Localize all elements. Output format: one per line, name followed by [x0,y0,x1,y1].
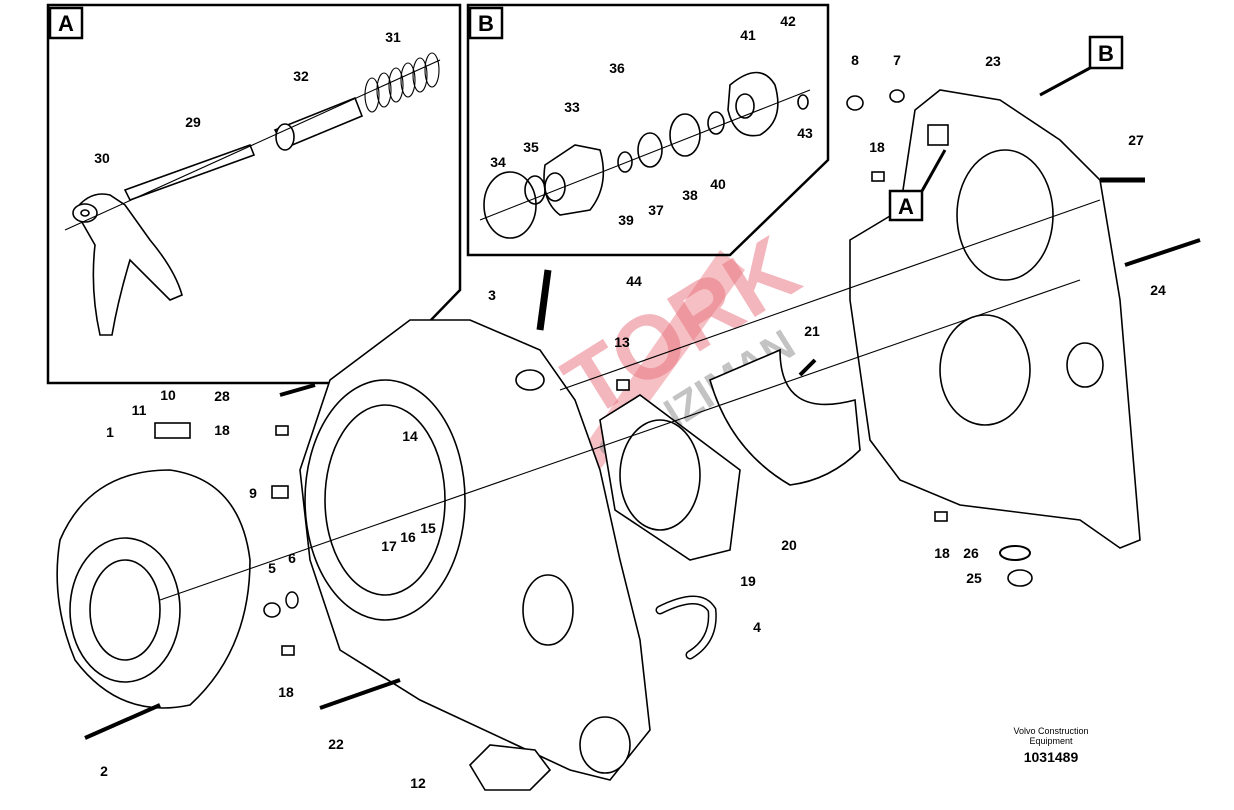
part-label-9: 9 [249,485,257,501]
part-label-34: 34 [490,154,506,170]
part-label-35: 35 [523,139,539,155]
part-label-15: 15 [420,520,436,536]
part-label-16: 16 [400,529,416,545]
inset-b-tag [468,6,504,40]
part-label-40: 40 [710,176,726,192]
part-label-41: 41 [740,27,756,43]
callout-a-tag [888,189,924,222]
shield-20 [709,348,861,486]
part-label-39: 39 [618,212,634,228]
part-label-37: 37 [648,202,664,218]
part-label-23: 23 [985,53,1001,69]
shift-fork [74,193,183,336]
part-label-26: 26 [963,545,979,561]
part-label-27: 27 [1128,132,1144,148]
callout-a-label: A [898,194,914,219]
callout-b-label: B [1098,41,1114,66]
part-label-19: 19 [740,573,756,589]
part-label-1: 1 [106,424,114,440]
part-label-7: 7 [893,52,901,68]
part-label-2: 2 [100,763,108,779]
credit-line-2: Equipment [1029,736,1073,746]
drawing-number: 1031489 [1024,749,1079,765]
part-label-17: 17 [381,538,397,554]
credit-line-1: Volvo Construction [1013,726,1088,736]
part-label-33: 33 [564,99,580,115]
part-label-25: 25 [966,570,982,586]
part-label-21: 21 [804,323,820,339]
inset-a-tag [48,6,84,40]
part-label-29: 29 [185,114,201,130]
part-label-22: 22 [328,736,344,752]
inset-a-label: A [58,11,74,36]
inset-a: A [46,3,462,385]
part-label-44: 44 [626,273,642,289]
part-label-24: 24 [1150,282,1166,298]
inset-b: B [466,3,830,257]
part-label-11: 11 [132,402,147,418]
part-label-32: 32 [293,68,309,84]
part-label-20: 20 [781,537,797,553]
part-label-38: 38 [682,187,698,203]
part-label-30: 30 [94,150,110,166]
part-label-10: 10 [160,387,176,403]
part-label-18: 18 [869,139,885,155]
part-label-42: 42 [780,13,796,29]
part-label-43: 43 [797,125,813,141]
part-label-31: 31 [385,29,401,45]
part-label-36: 36 [609,60,625,76]
part-label-18: 18 [934,545,950,561]
part-label-14: 14 [402,428,418,444]
part-label-12: 12 [410,775,426,791]
mount-12 [468,744,552,791]
part-label-28: 28 [214,388,230,404]
housing-3 [299,319,651,781]
small-parts [154,89,1033,656]
callout-b-tag [1088,35,1124,70]
part-label-5: 5 [268,560,276,576]
part-label-18: 18 [278,684,294,700]
part-label-4: 4 [753,619,761,635]
watermark-v-shape [430,250,745,580]
part-label-13: 13 [614,334,630,350]
part-label-8: 8 [851,52,859,68]
part-label-18: 18 [214,422,230,438]
spring [364,52,440,113]
part-label-3: 3 [488,287,496,303]
inset-b-label: B [478,11,494,36]
bolts [84,177,1201,740]
part-label-6: 6 [288,550,296,566]
